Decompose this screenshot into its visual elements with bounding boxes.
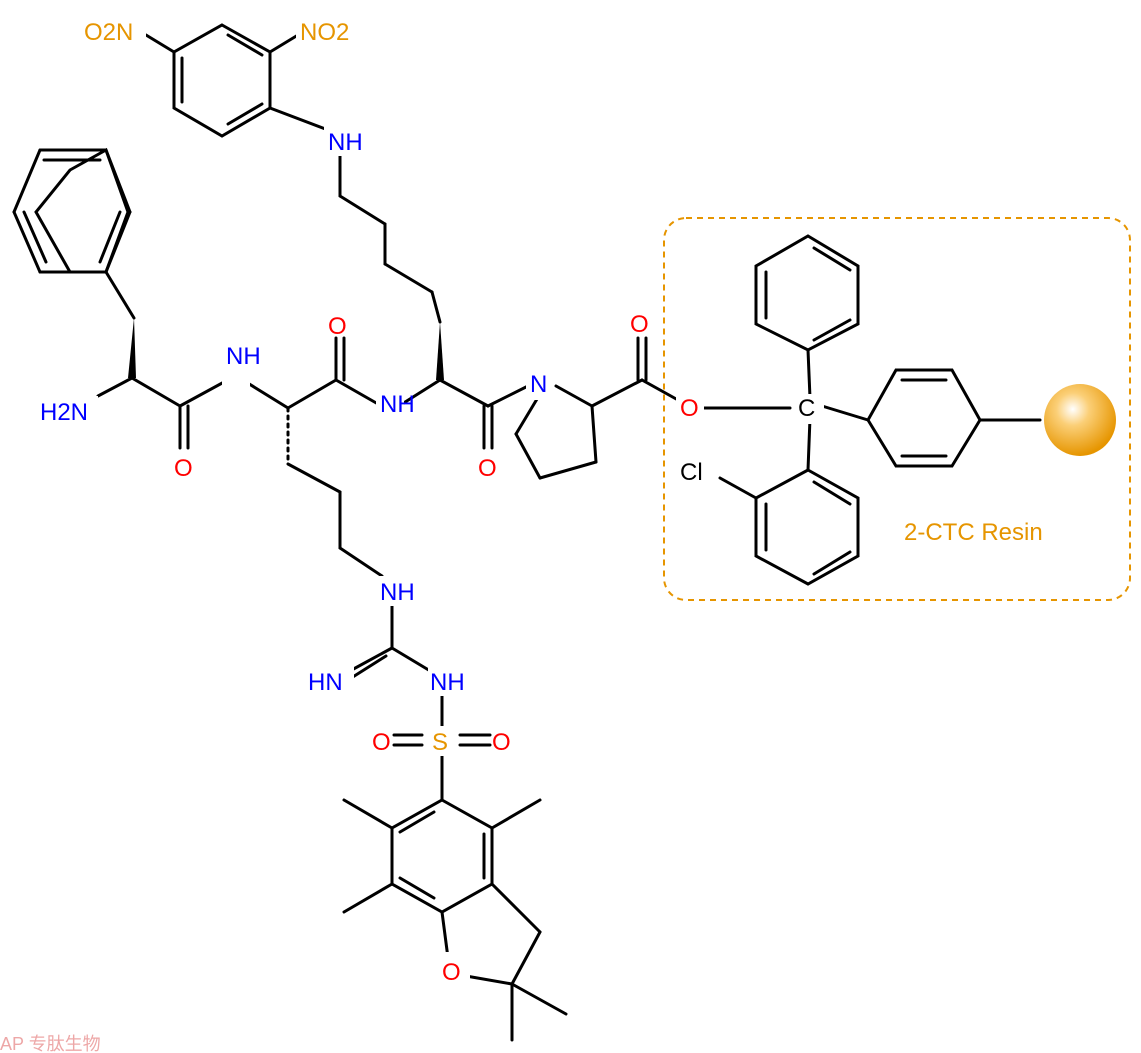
atom-o-s-right: O (492, 729, 511, 756)
resin-box (663, 217, 1131, 601)
atom-cl: Cl (680, 459, 703, 486)
watermark: AP 专肽生物 (0, 1034, 101, 1053)
atom-o-ring: O (442, 959, 461, 986)
bonds (12, 23, 1042, 1042)
atom-o2n: O2N (84, 19, 133, 46)
atom-nh-1: NH (226, 343, 261, 370)
atom-nh-guan-2: NH (430, 669, 465, 696)
atom-o-3: O (478, 455, 497, 482)
wedge-bond-phe (128, 318, 136, 378)
atom-o-s-left: O (372, 729, 391, 756)
atom-no2: NO2 (300, 19, 349, 46)
atom-o-1: O (174, 455, 193, 482)
atom-s: S (432, 729, 448, 756)
atom-nh-2: NH (380, 391, 415, 418)
atom-o-4: O (630, 311, 649, 338)
resin-label: 2-CTC Resin (904, 519, 1043, 546)
atom-labels: O2N NO2 NH H2N NH NH N O O O O O C Cl NH… (36, 18, 824, 986)
atom-o-2: O (328, 313, 347, 340)
wedge-bond (436, 322, 444, 380)
atom-h2n: H2N (40, 399, 88, 426)
orange-sphere-icon (1044, 384, 1116, 456)
atom-n-pro: N (530, 371, 547, 398)
atom-nh-guan: NH (380, 579, 415, 606)
atom-o-ester: O (680, 395, 699, 422)
atom-hn-guan: HN (308, 669, 343, 696)
atom-c-trityl: C (798, 395, 815, 422)
atom-nh-lys: NH (328, 129, 363, 156)
